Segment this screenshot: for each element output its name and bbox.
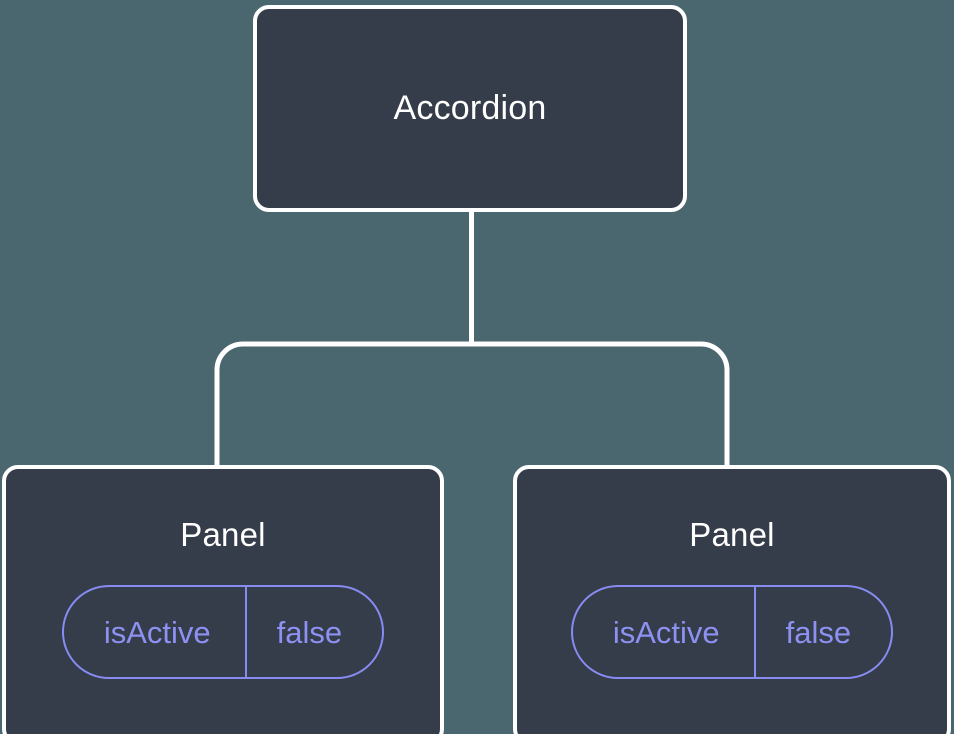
state-badge-panel-2[interactable]: isActive false: [570, 585, 894, 680]
connector-branch-right: [471, 341, 730, 468]
node-accordion[interactable]: Accordion: [253, 5, 687, 212]
state-badge-panel-1-key: isActive: [64, 587, 247, 678]
node-panel-1[interactable]: Panel isActive false: [2, 465, 444, 734]
state-badge-panel-1[interactable]: isActive false: [61, 585, 385, 680]
connector-branch-left: [214, 341, 472, 468]
state-badge-panel-1-value: false: [276, 614, 343, 650]
state-badge-panel-2-value: false: [785, 614, 852, 650]
node-accordion-label: Accordion: [393, 88, 547, 127]
state-badge-panel-2-key: isActive: [573, 587, 756, 678]
node-panel-2-label: Panel: [689, 516, 775, 553]
node-panel-2[interactable]: Panel isActive false: [513, 465, 951, 734]
node-panel-1-label: Panel: [180, 516, 266, 553]
